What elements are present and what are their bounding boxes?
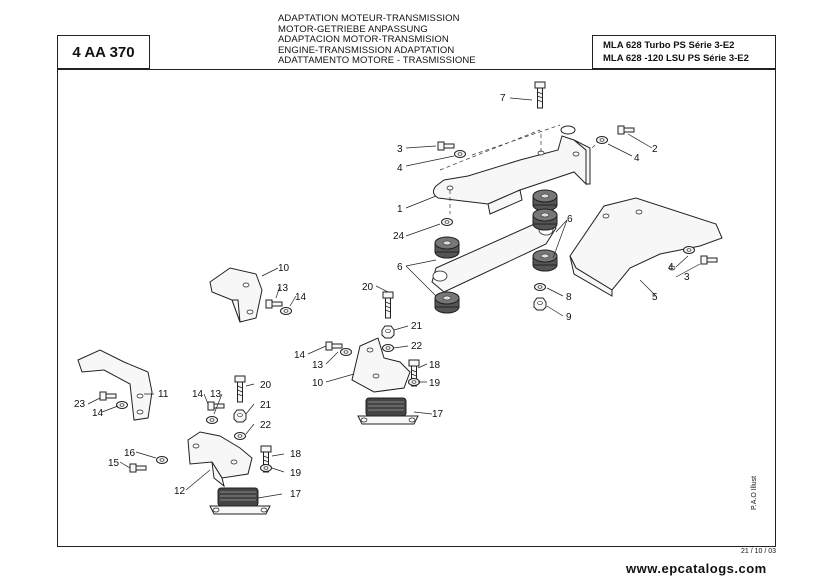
washer-icon [116,401,128,409]
callout: 23 [74,399,86,410]
callout: 14 [92,408,104,419]
callout: 21 [411,321,423,332]
title-en: ENGINE-TRANSMISSION ADAPTATION [278,44,455,56]
washer-icon [454,150,466,158]
callout: 4 [668,262,674,273]
washer-icon [441,218,453,226]
callout: 13 [277,283,289,294]
callout: 22 [411,341,423,352]
washer-icon [260,464,272,472]
callout: 17 [432,409,444,420]
rubber-mount-icon [532,208,558,231]
model-line-1: MLA 628 Turbo PS Série 3-E2 [603,40,735,51]
bolt-icon [700,255,718,265]
callout: 14 [295,292,307,303]
callout: 1 [397,204,403,215]
callout: 20 [362,282,374,293]
washer-icon [340,348,352,356]
nut-icon [233,409,247,423]
callout: 3 [684,272,690,283]
model-box: MLA 628 Turbo PS Série 3-E2 MLA 628 -120… [592,35,776,69]
rubber-mount-icon [434,236,460,259]
nut-icon [533,297,547,311]
washer-icon [683,246,695,254]
bracket-11 [77,349,153,421]
washer-icon [234,432,246,440]
title-es: ADAPTACION MOTOR-TRANSMISION [278,34,449,46]
bolt-icon [534,81,546,109]
callout: 10 [312,378,324,389]
title-de: MOTOR-GETRIEBE ANPASSUNG [278,23,428,35]
callout: 24 [393,231,405,242]
washer-icon [206,416,218,424]
callout: 18 [290,449,302,460]
callout: 11 [158,389,169,400]
callout: 16 [124,448,136,459]
rubber-mount-icon [532,189,558,212]
callout: 9 [566,312,572,323]
washer-icon [382,344,394,352]
callout: 13 [210,389,222,400]
illustration-note: P.A.O Illust [751,475,758,510]
callout: 3 [397,144,403,155]
callout: 14 [294,350,306,361]
callout: 6 [397,262,403,273]
washer-icon [534,283,546,291]
callout: 18 [429,360,441,371]
washer-icon [596,136,608,144]
title-fr: ADAPTATION MOTEUR-TRANSMISSION [278,13,460,24]
callout: 10 [278,263,290,274]
rubber-mount-icon [532,249,558,272]
bracket-1 [432,125,591,215]
bolt-icon [265,299,283,309]
bolt-icon [437,141,455,151]
callout: 22 [260,420,272,431]
bracket-10-upper [209,267,263,323]
callout: 7 [500,93,506,104]
callout: 13 [312,360,324,371]
callout: 15 [108,458,120,469]
callout: 17 [290,489,302,500]
bracket-5 [569,197,723,297]
diagram-frame [57,69,776,547]
callout: 19 [429,378,441,389]
title-it: ADATTAMENTO MOTORE - TRASMISSIONE [278,55,476,67]
title-block: ADAPTATION MOTEUR-TRANSMISSION MOTOR-GET… [278,13,476,67]
callout: 12 [174,486,186,497]
callout: 19 [290,468,302,479]
callout: 21 [260,400,272,411]
bolt-icon [234,375,246,403]
rubber-mount-icon [357,397,419,425]
page-code: 4 AA 370 [57,35,150,69]
rubber-mount-icon [209,487,271,515]
washer-icon [280,307,292,315]
website-watermark: www.epcatalogs.com [626,561,767,576]
bolt-icon [382,291,394,319]
model-line-2: MLA 628 -120 LSU PS Série 3-E2 [603,53,749,64]
bracket-10-middle [351,337,411,393]
bracket-12 [187,431,253,488]
revision-date: 21 / 10 / 03 [741,548,777,555]
bolt-icon [617,125,635,135]
callout: 6 [567,214,573,225]
bolt-icon [99,391,117,401]
callout: 5 [652,292,658,303]
callout: 8 [566,292,572,303]
rubber-mount-icon [434,291,460,314]
callout: 20 [260,380,272,391]
callout: 14 [192,389,204,400]
bolt-icon [129,463,147,473]
callout: 4 [397,163,403,174]
washer-icon [408,378,420,386]
washer-icon [156,456,168,464]
bolt-icon [325,341,343,351]
callout: 4 [634,153,640,164]
callout: 2 [652,144,658,155]
link-6 [431,217,557,293]
nut-icon [381,325,395,339]
